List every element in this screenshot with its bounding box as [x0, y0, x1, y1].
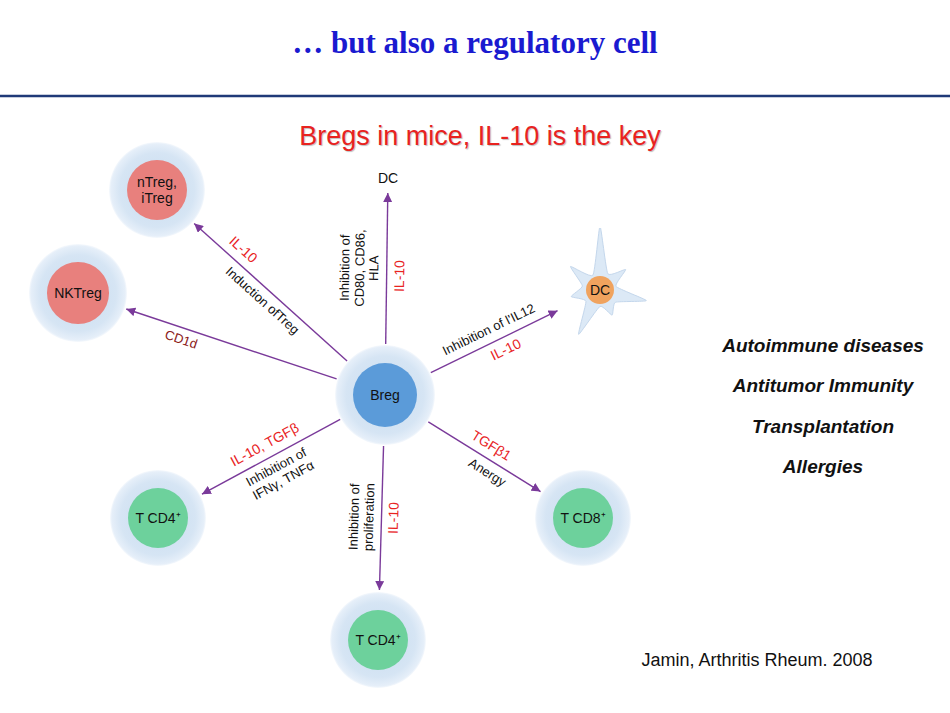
- application-label: Transplantation: [750, 416, 896, 437]
- cell-circle: T CD8⁺: [535, 470, 631, 566]
- cell-body: T CD8⁺: [553, 488, 613, 548]
- effect-arrow: [194, 223, 347, 360]
- cell-name: T CD4⁺: [135, 510, 180, 526]
- cell-body: NKTreg: [47, 262, 109, 324]
- cell-circle: T CD4⁺: [110, 470, 206, 566]
- cell-body: T CD4⁺: [128, 488, 188, 548]
- cell-body: T CD4⁺: [348, 610, 408, 670]
- mediator-label: IL-10: [386, 500, 403, 536]
- effect-arrow: [386, 193, 388, 344]
- cell-body: nTreg, iTreg: [127, 160, 187, 220]
- cell-body: Breg: [353, 363, 417, 427]
- target-label-node: DC: [378, 169, 398, 187]
- dendritic-cell-shape: [570, 228, 646, 334]
- slide-title: … but also a regulatory cell: [292, 26, 657, 61]
- effect-arrow: [126, 309, 336, 379]
- effect-label: Inhibition of proliferation: [346, 471, 378, 564]
- cell-nucleus: DC: [586, 276, 614, 304]
- effect-label: Induction ofTreg: [221, 263, 303, 339]
- effect-arrow: [428, 422, 540, 492]
- cell-name: T CD4⁺: [355, 632, 400, 648]
- mediator-label: IL-10: [487, 335, 526, 365]
- citation: Jamin, Arthritis Rheum. 2008: [639, 650, 874, 670]
- effect-label: Inhibition of CD80, CD86, HLA: [337, 223, 382, 314]
- cell-name: NKTreg: [54, 285, 102, 301]
- slide-subtitle: Bregs in mice, IL-10 is the key: [297, 121, 663, 151]
- cell-name: nTreg, iTreg: [131, 174, 183, 206]
- cell-name: DC: [378, 170, 398, 186]
- mediator-label: IL-10: [392, 258, 408, 294]
- title-rule: [0, 95, 950, 98]
- mediator-label: IL-10: [224, 232, 261, 268]
- cell-circle: T CD4⁺: [330, 592, 426, 688]
- cell-circle: NKTreg: [29, 244, 127, 342]
- cell-circle: nTreg, iTreg: [109, 142, 205, 238]
- effect-arrow: [379, 446, 383, 590]
- dendritic-cell: DC: [514, 228, 686, 352]
- cell-name: Breg: [370, 387, 400, 403]
- application-label: Autoimmune diseases: [720, 335, 926, 356]
- cell-name: T CD8⁺: [560, 510, 605, 526]
- cell-name: DC: [590, 282, 610, 298]
- cell-circle: Breg: [335, 345, 435, 445]
- application-label: Antitumor Immunity: [731, 375, 916, 396]
- application-label: Allergies: [781, 456, 865, 477]
